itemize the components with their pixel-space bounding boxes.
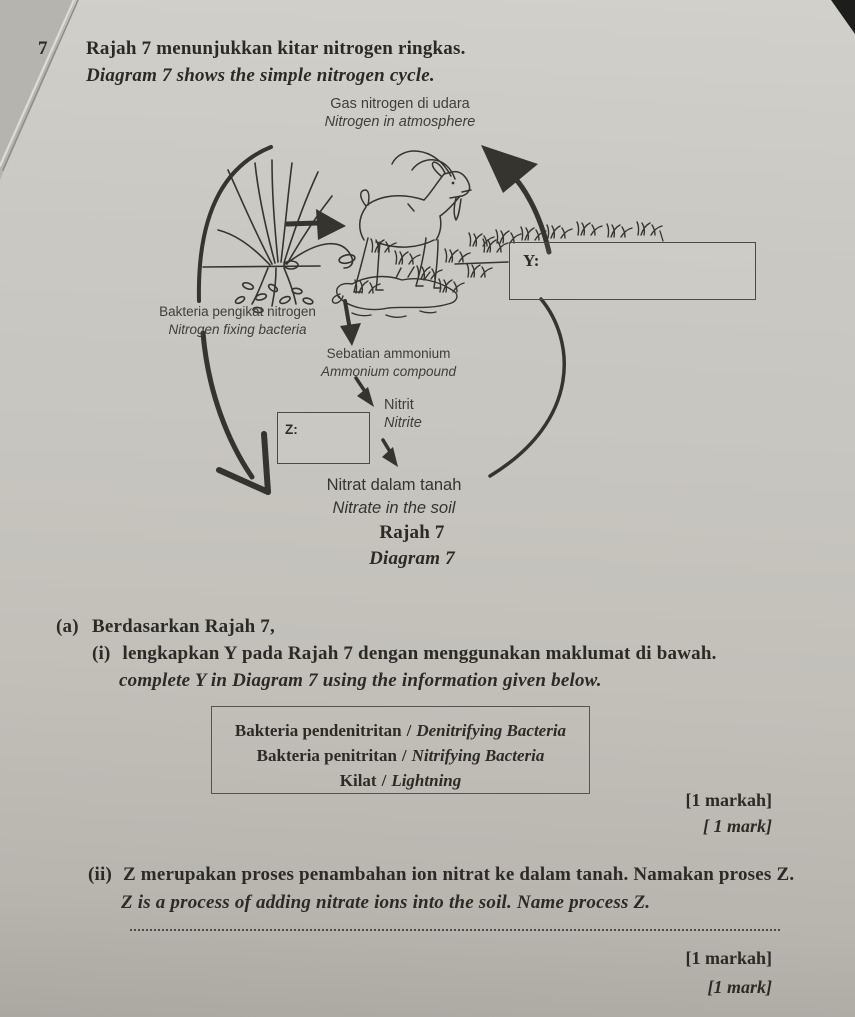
label-ammonium-english: Ammonium compound <box>320 364 457 379</box>
z-answer-box[interactable]: Z: <box>277 412 370 464</box>
arc-right-cycle <box>488 297 566 478</box>
goat-drawing <box>353 150 472 293</box>
part-a-ii-label: (ii) <box>88 864 113 885</box>
arrow-decay-down <box>340 299 361 346</box>
option-separator: / <box>406 721 412 740</box>
y-box-label: Y: <box>523 251 540 270</box>
plant-drawing <box>202 159 356 314</box>
page-fold-line <box>0 0 79 171</box>
arrow-plant-to-goat <box>284 209 346 240</box>
label-fixing-bacteria: Bakteria pengikat nitrogen Nitrogen fixi… <box>135 303 340 339</box>
part-a-label: (a) <box>56 616 79 637</box>
marks-i-malay: [1 markah] <box>685 790 773 810</box>
y-answer-box[interactable]: Y: <box>509 242 756 300</box>
option-denitrifying: Bakteria pendenitritan/Denitrifying Bact… <box>212 718 589 743</box>
option-lightning-english: Lightning <box>391 771 462 790</box>
option-separator: / <box>381 771 387 790</box>
option-denitrifying-malay: Bakteria pendenitritan <box>234 721 402 740</box>
label-nitrate: Nitrat dalam tanah Nitrate in the soil <box>289 474 499 520</box>
label-nitrate-malay: Nitrat dalam tanah <box>326 476 462 494</box>
option-nitrifying: Bakteria penitritan/Nitrifying Bacteria <box>212 743 589 768</box>
answer-dotted-line[interactable] <box>130 915 780 931</box>
option-lightning-malay: Kilat <box>339 771 377 790</box>
arrow-nitrite-to-nitrate <box>381 438 398 467</box>
part-a-heading: Berdasarkan Rajah 7, <box>92 616 275 637</box>
label-ammonium: Sebatian ammonium Ammonium compound <box>286 345 491 381</box>
caption-malay: Rajah 7 <box>379 522 445 543</box>
option-nitrifying-english: Nitrifying Bacteria <box>411 746 545 765</box>
label-atmosphere: Gas nitrogen di udara Nitrogen in atmosp… <box>290 95 510 131</box>
arrow-ammonium-to-nitrite <box>354 376 374 407</box>
carcass-drawing <box>331 266 458 318</box>
caption-english: Diagram 7 <box>369 548 455 569</box>
options-box: Bakteria pendenitritan/Denitrifying Bact… <box>211 706 590 794</box>
option-lightning: Kilat/Lightning <box>212 768 589 793</box>
nitrogen-cycle-illustration <box>0 0 664 495</box>
label-nitrite: Nitrit Nitrite <box>384 396 422 432</box>
part-a-i-line: (i) lengkapkan Y pada Rajah 7 dengan men… <box>92 643 717 665</box>
grass-tufts-y-box <box>454 221 664 265</box>
part-a-i-label: (i) <box>92 643 111 664</box>
label-atmosphere-malay: Gas nitrogen di udara <box>330 96 470 112</box>
option-denitrifying-english: Denitrifying Bacteria <box>416 721 567 740</box>
question-title-malay: Rajah 7 menunjukkan kitar nitrogen ringk… <box>86 38 466 59</box>
option-separator: / <box>401 746 407 765</box>
part-a-ii-text-malay: Z merupakan proses penambahan ion nitrat… <box>122 864 795 885</box>
z-box-label: Z: <box>285 422 298 437</box>
label-nitrite-english: Nitrite <box>384 415 422 431</box>
label-fixing-malay: Bakteria pengikat nitrogen <box>159 304 316 319</box>
arc-nitrogen-fixation <box>196 145 273 495</box>
option-nitrifying-malay: Bakteria penitritan <box>256 746 397 765</box>
question-title-english: Diagram 7 shows the simple nitrogen cycl… <box>86 65 435 86</box>
label-fixing-english: Nitrogen fixing bacteria <box>168 322 307 337</box>
part-a-ii-line: (ii) Z merupakan proses penambahan ion n… <box>88 864 808 886</box>
question-number: 7 <box>38 38 48 59</box>
label-nitrite-malay: Nitrit <box>384 397 414 413</box>
marks-i-english: [ 1 mark] <box>703 816 772 836</box>
part-a-i-text-malay: lengkapkan Y pada Rajah 7 dengan menggun… <box>122 643 717 664</box>
part-a-ii-text-english: Z is a process of adding nitrate ions in… <box>121 892 651 913</box>
arrow-to-atmosphere <box>481 145 552 255</box>
diagram-caption: Rajah 7 Diagram 7 <box>317 522 507 570</box>
label-nitrate-english: Nitrate in the soil <box>332 499 456 517</box>
marks-ii-malay: [1 markah] <box>685 948 773 968</box>
marks-ii-english: [1 mark] <box>707 977 773 997</box>
label-atmosphere-english: Nitrogen in atmosphere <box>324 114 476 130</box>
part-a-i-text-english: complete Y in Diagram 7 using the inform… <box>119 670 602 691</box>
label-ammonium-malay: Sebatian ammonium <box>326 346 451 361</box>
